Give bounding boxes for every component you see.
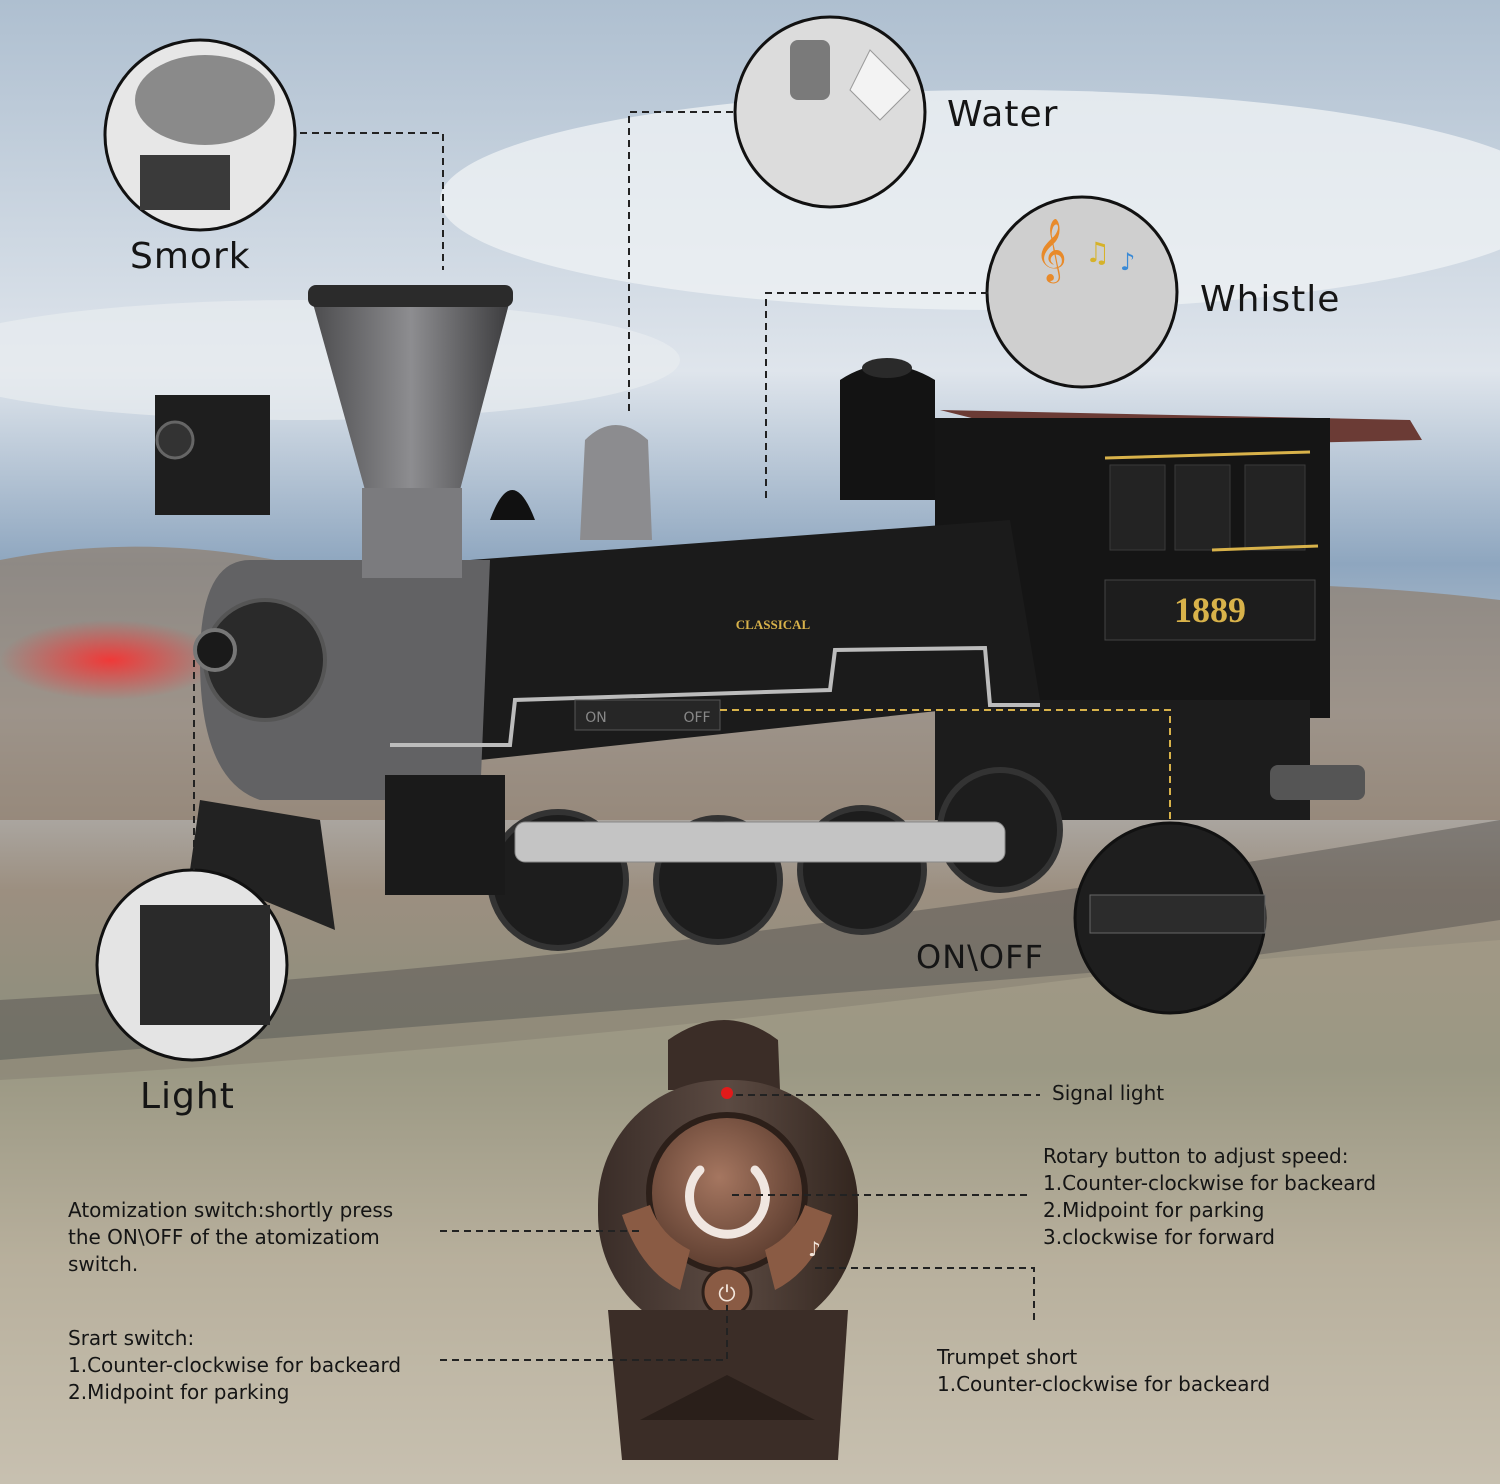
loco-nameplate: CLASSICAL [736, 617, 811, 632]
trumpet-line: 1.Counter-clockwise for backeard [937, 1372, 1271, 1396]
start-line: 2.Midpoint for parking [68, 1380, 290, 1404]
atomization-line: switch. [68, 1252, 139, 1276]
gold-trim [1104, 450, 1311, 460]
water-callout [628, 15, 927, 415]
light-label: Light [140, 1076, 235, 1117]
atomization-description: Atomization switch:shortly press the ON\… [68, 1197, 393, 1278]
power-icon: ⏻ [718, 1282, 735, 1307]
smokestack-base [362, 488, 462, 578]
music-notes-icon: ♪ [1120, 248, 1135, 276]
bell [490, 490, 535, 520]
dial-arc [685, 1165, 770, 1239]
signal-light-led [721, 1087, 733, 1099]
light-callout [95, 660, 289, 1062]
cab-window [1174, 464, 1231, 551]
rotary-line: 1.Counter-clockwise for backeard [1043, 1171, 1377, 1195]
rotary-line: 3.clockwise for forward [1043, 1225, 1275, 1249]
remote-grille [640, 1375, 815, 1420]
trumpet-button[interactable] [765, 1205, 832, 1290]
number-plate [1104, 579, 1316, 641]
smokestack [312, 300, 510, 490]
music-notes-icon: 𝄞 [1035, 218, 1067, 284]
onoff-callout [720, 709, 1267, 1015]
onoff-label: ON\OFF [916, 938, 1044, 976]
water-cap [790, 40, 830, 100]
steam-dome-cap [862, 358, 912, 378]
water-bubble [733, 15, 927, 209]
sand-dome [580, 425, 652, 540]
whistle-callout: 𝄞 ♫ ♪ [765, 195, 1179, 500]
remote-controller: ♪ ⏻ [598, 1020, 858, 1460]
start-line: 1.Counter-clockwise for backeard [68, 1353, 402, 1377]
whistle-bubble [985, 195, 1179, 389]
piston-housing [385, 775, 505, 895]
locomotive: 1889 CLASSICAL ON OFF [155, 285, 1422, 951]
locomotive-number: 1889 [1174, 590, 1246, 630]
headlight-beam [0, 620, 220, 700]
leader-line-trumpet [815, 1267, 1035, 1325]
leader-line [765, 292, 988, 500]
cowcatcher [190, 800, 335, 930]
headlamp-lens [155, 420, 195, 460]
leader-line [720, 709, 1171, 822]
leader-line [628, 111, 733, 415]
water-label: Water [947, 94, 1059, 135]
smoke-icon [135, 55, 275, 145]
smokestack-rim [308, 285, 513, 307]
atomization-line: Atomization switch:shortly press [68, 1198, 394, 1222]
cloud [440, 90, 1500, 310]
rotary-title: Rotary button to adjust speed: [1043, 1144, 1349, 1168]
stack-top [140, 155, 230, 210]
start-description: Srart switch: 1.Counter-clockwise for ba… [68, 1325, 401, 1406]
steam-dome [840, 365, 935, 500]
water-bottle [849, 49, 911, 121]
start-title: Srart switch: [68, 1326, 195, 1350]
switch-on-label: ON [585, 710, 607, 726]
silver-pipe [390, 645, 1040, 747]
rotary-line: 2.Midpoint for parking [1043, 1198, 1265, 1222]
cab-window [1109, 464, 1166, 551]
rear-coupler [1270, 765, 1365, 800]
atomization-line: the ON\OFF of the atomizatiom [68, 1225, 380, 1249]
leader-line [300, 132, 444, 270]
rotary-description: Rotary button to adjust speed: 1.Counter… [1043, 1143, 1376, 1251]
switch-off-label: OFF [683, 710, 710, 726]
trumpet-title: Trumpet short [937, 1345, 1078, 1369]
remote-top [668, 1020, 780, 1090]
gold-trim [1211, 544, 1319, 552]
smoke-label: Smork [130, 236, 251, 277]
cab-window [1244, 464, 1306, 551]
whistle-label: Whistle [1200, 279, 1341, 320]
mini-locomotive [140, 905, 270, 1025]
onoff-switch-plate [574, 699, 721, 731]
note-icon: ♪ [808, 1237, 821, 1261]
smoke-callout [103, 38, 444, 270]
trumpet-description: Trumpet short 1.Counter-clockwise for ba… [937, 1344, 1270, 1398]
onoff-switch-zoom [1089, 894, 1266, 934]
connecting-rod [514, 821, 1006, 863]
headlight [193, 628, 237, 672]
atomization-button[interactable] [622, 1205, 690, 1290]
signal-light-label: Signal light [1052, 1081, 1165, 1105]
music-notes-icon: ♫ [1085, 236, 1110, 269]
